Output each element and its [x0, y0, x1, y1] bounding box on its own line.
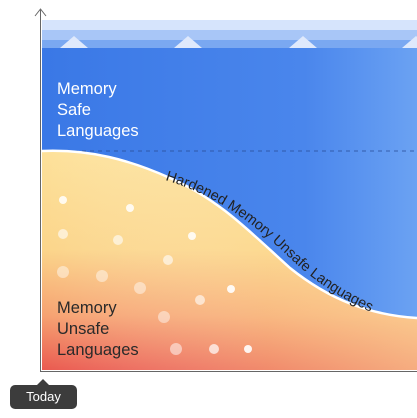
band-triangle: [402, 36, 417, 48]
memory-unsafe-label-line: Unsafe: [57, 320, 110, 338]
top-band-mid: [42, 30, 417, 40]
memory-unsafe-label-line: Memory: [57, 299, 117, 317]
top-band-light: [42, 20, 417, 30]
band-triangle: [60, 36, 88, 48]
memory-unsafe-label: Memory Unsafe Languages: [57, 298, 139, 361]
band-triangle: [174, 36, 202, 48]
memory-safe-label-line: Safe: [57, 101, 91, 119]
decorative-dots: [57, 196, 252, 355]
memory-safe-label: Memory Safe Languages: [57, 79, 139, 142]
memory-safe-label-line: Languages: [57, 122, 139, 140]
y-axis-arrow: [34, 8, 47, 17]
memory-unsafe-label-line: Languages: [57, 341, 139, 359]
hardened-highlight: [42, 150, 417, 370]
today-marker-badge: Today: [10, 379, 77, 409]
memory-safe-label-line: Memory: [57, 80, 117, 98]
top-band-deep: [42, 40, 417, 48]
band-triangle: [289, 36, 317, 48]
boundary-curve: [42, 149, 417, 320]
